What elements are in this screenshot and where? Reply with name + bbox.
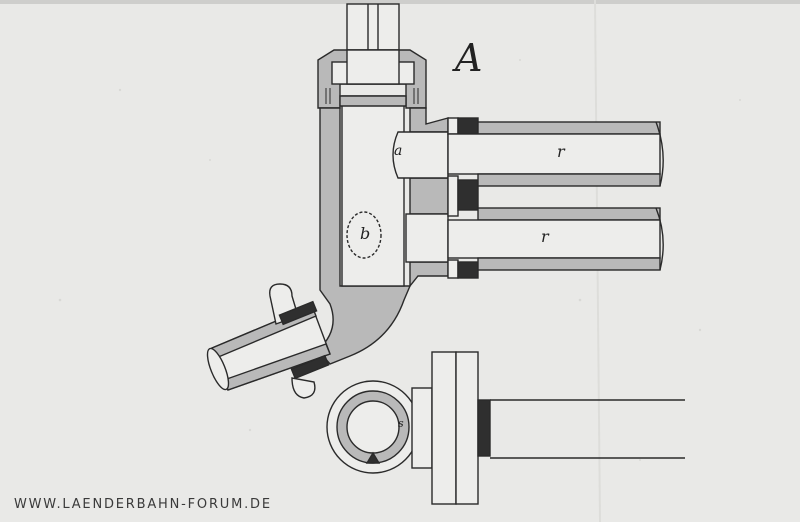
plan-view-flange: [411, 351, 685, 505]
watermark-text: WWW.LAENDERBAHN-FORUM.DE: [14, 497, 272, 512]
plan-view-ring: [326, 380, 420, 474]
figure-letter: A: [455, 36, 483, 80]
label-a: a: [394, 143, 403, 159]
label-r-lower: r: [541, 227, 549, 246]
label-b: b: [360, 224, 371, 243]
angled-outlet: [206, 283, 331, 399]
label-r-upper: r: [557, 142, 565, 161]
pipe-flanges: [447, 117, 479, 279]
valve-body: [317, 95, 449, 365]
top-nozzle: [346, 3, 400, 51]
screw-cap: [317, 49, 427, 109]
label-s: s: [398, 417, 404, 430]
lower-pipe: [447, 207, 664, 271]
upper-pipe: [447, 121, 664, 187]
